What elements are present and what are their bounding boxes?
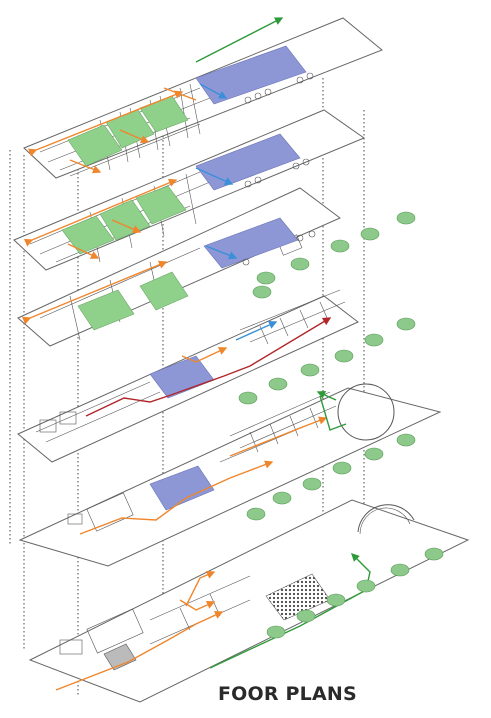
diagram-caption: FOOR PLANS bbox=[218, 683, 357, 705]
room-blue bbox=[203, 217, 299, 269]
floor-plan-level-3 bbox=[17, 289, 359, 463]
room-blue bbox=[195, 45, 307, 105]
floor-plan-level-5 bbox=[13, 109, 366, 271]
room-blue bbox=[149, 465, 215, 511]
tree-markers bbox=[238, 211, 444, 639]
room-blue bbox=[195, 133, 301, 191]
floor-plan-level-4 bbox=[17, 187, 341, 347]
stair bbox=[103, 643, 137, 671]
floor-plan-level-2 bbox=[18, 383, 442, 567]
floor-plan-level-6 bbox=[23, 17, 383, 179]
